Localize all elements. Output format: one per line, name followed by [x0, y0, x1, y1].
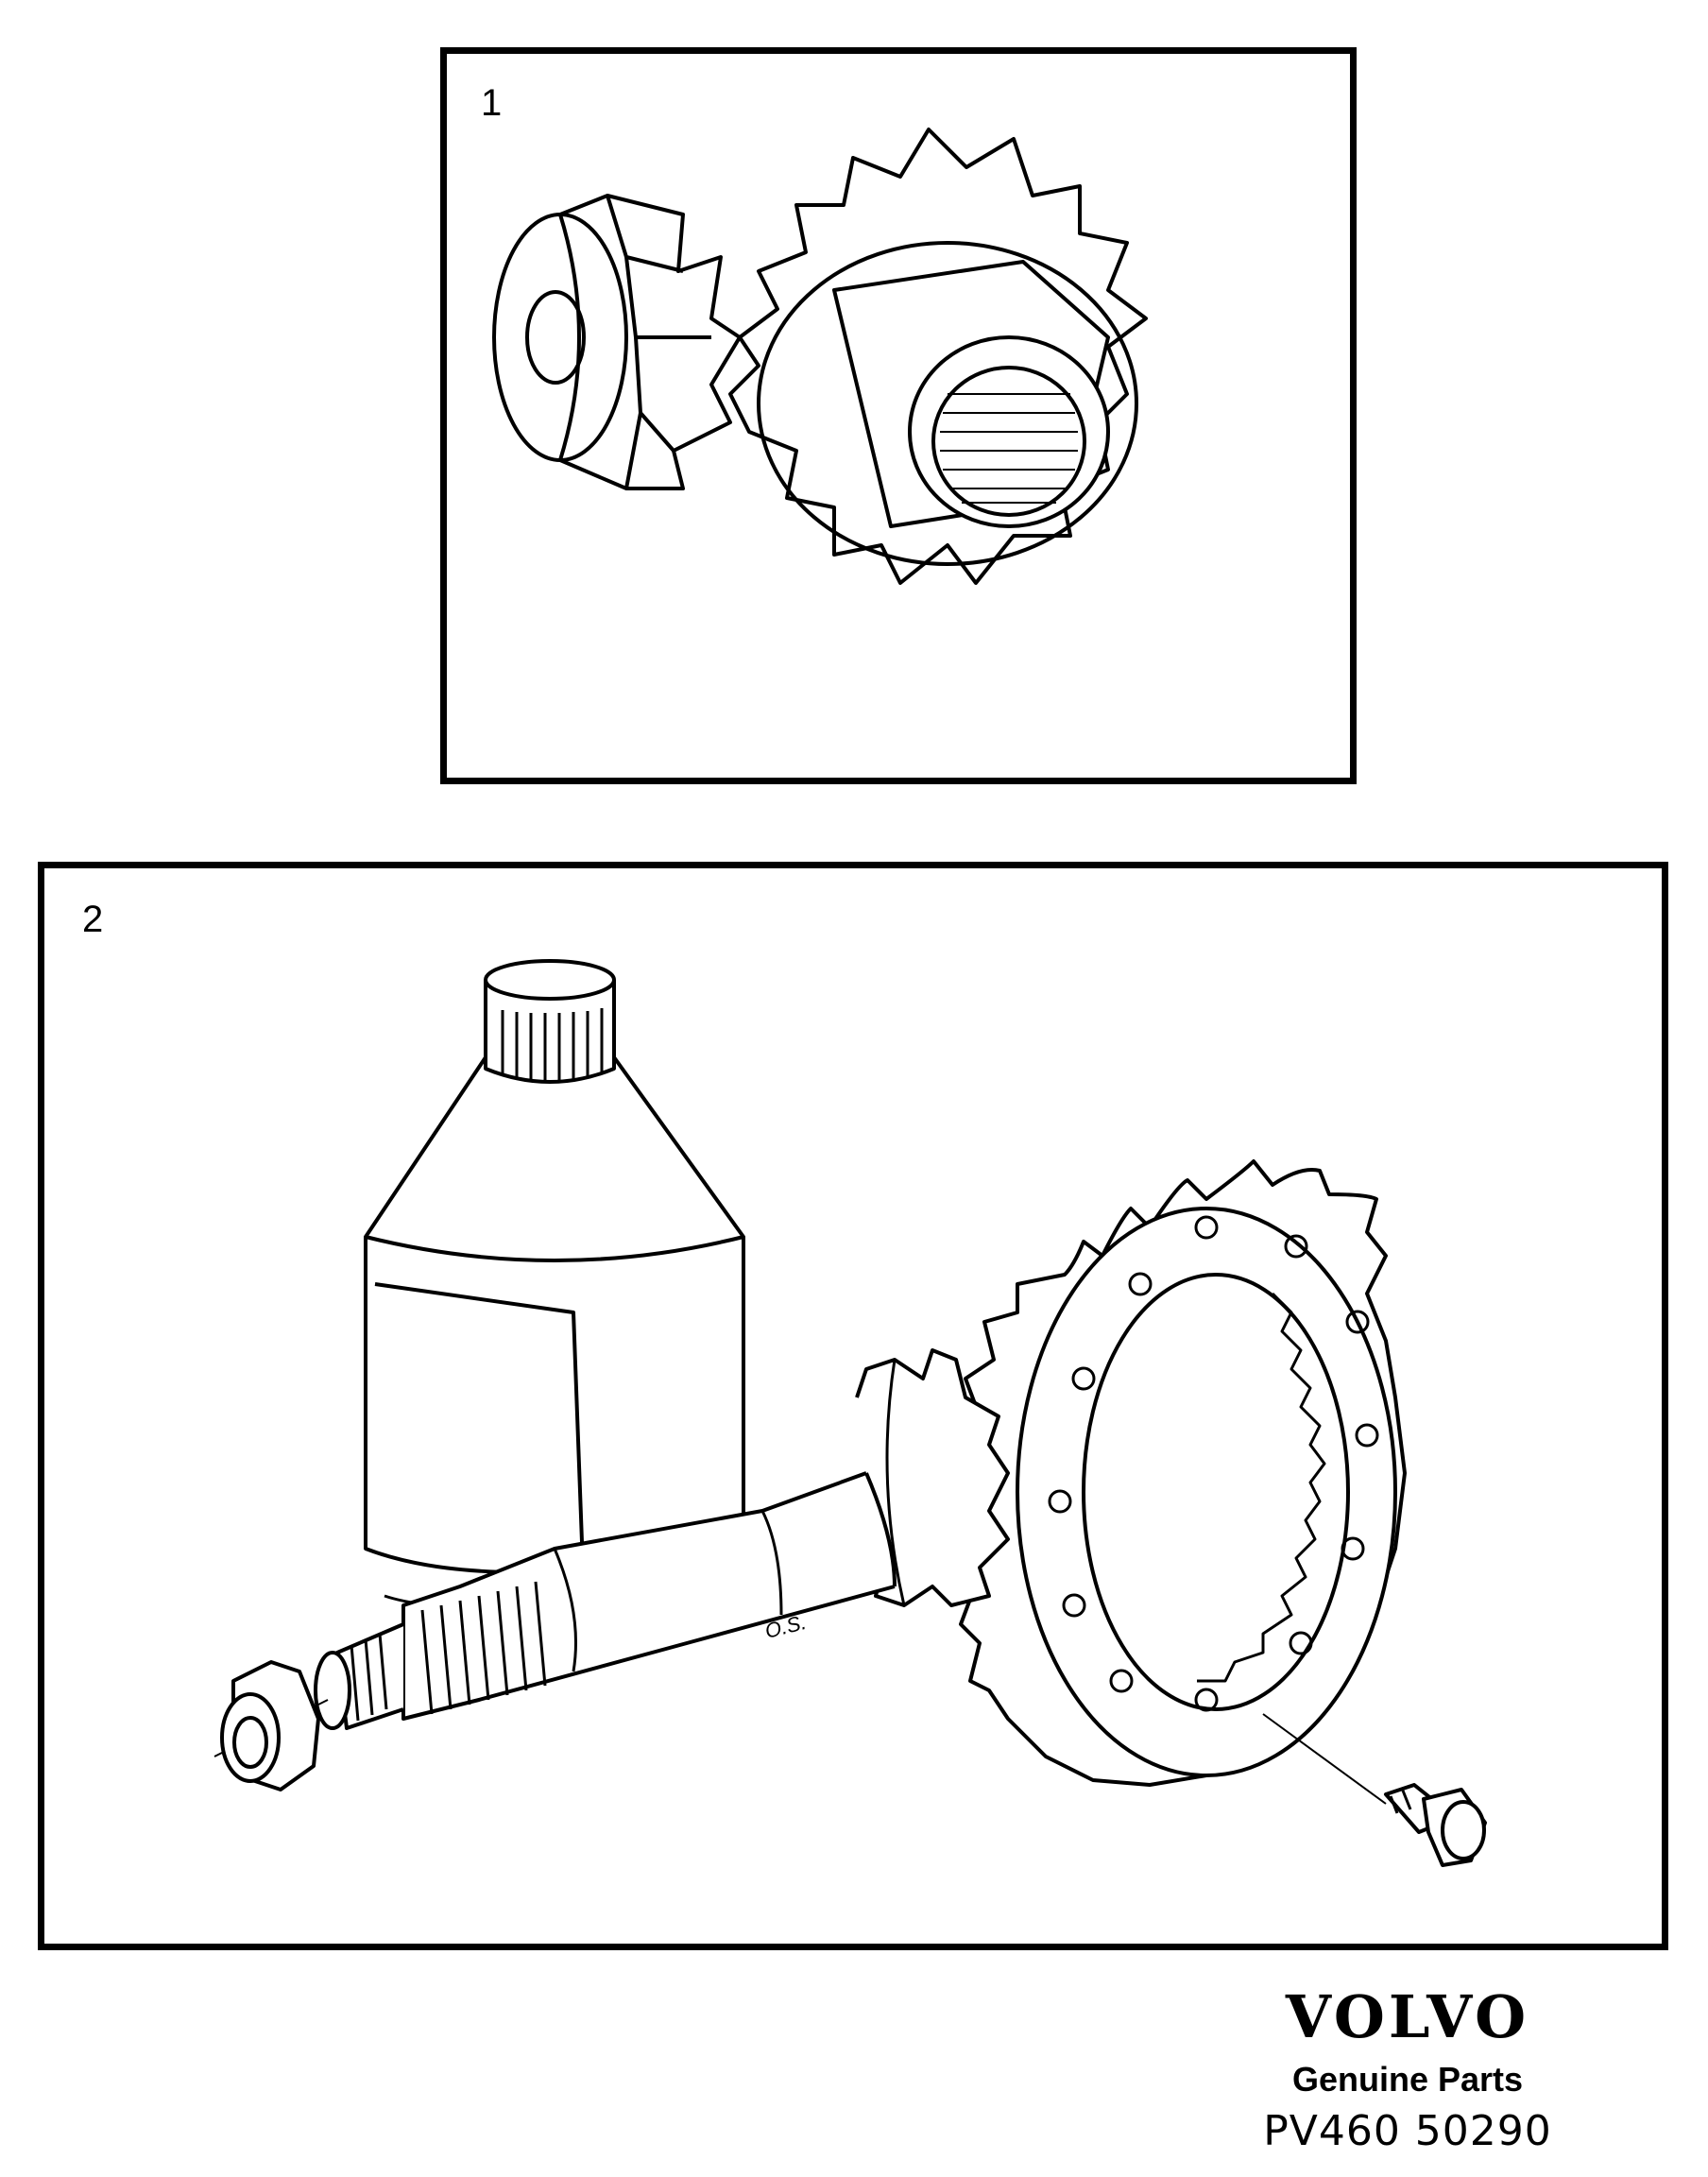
- pinion-shaft: O.S.: [314, 1348, 1010, 1730]
- volvo-logo: VOLVO: [1285, 1982, 1530, 2051]
- brand-tagline: Genuine Parts: [1291, 2060, 1524, 2099]
- panel-1-drawing: [492, 128, 1148, 585]
- small-pinion-gear: [492, 194, 742, 490]
- large-side-gear: [728, 128, 1148, 585]
- part-code: PV460 50290: [1263, 2107, 1552, 2155]
- panel-number: 2: [82, 899, 104, 940]
- pinion-nut: [214, 1660, 329, 1791]
- panel-number: 1: [481, 82, 503, 124]
- brand-block: VOLVO Genuine Parts PV460 50290: [1209, 1982, 1606, 2156]
- crown-wheel: [949, 1159, 1407, 1787]
- oil-bottle: [364, 959, 745, 1610]
- panel-2: 2: [38, 862, 1668, 1950]
- panel-2-drawing: O.S.: [214, 959, 1487, 1867]
- panel-1: 1: [440, 47, 1357, 784]
- crown-wheel-bolt: [1262, 1713, 1487, 1867]
